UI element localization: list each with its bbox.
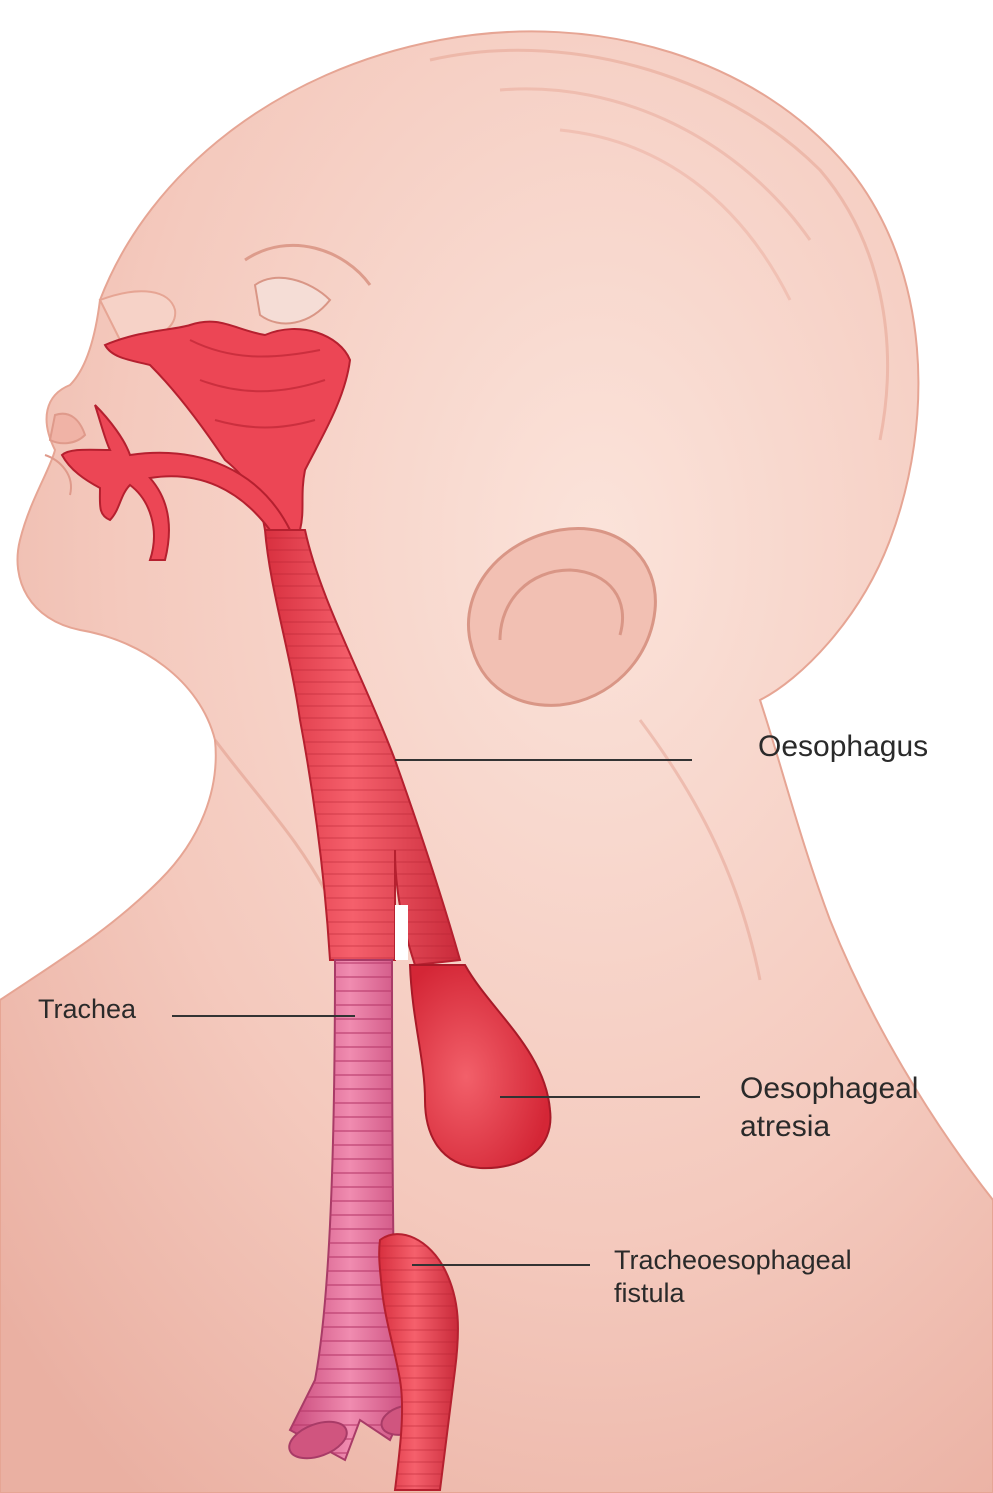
label-fistula-line2: fistula <box>614 1278 685 1308</box>
label-oesophagus: Oesophagus <box>758 730 929 763</box>
oesophagus <box>263 529 462 967</box>
upper-airway <box>60 320 352 561</box>
oesophageal-atresia-pouch <box>408 964 552 1170</box>
label-tracheoesophageal-fistula: Tracheoesophageal fistula <box>614 1244 852 1310</box>
label-trachea: Trachea <box>38 994 137 1024</box>
label-atresia-line2: atresia <box>740 1110 831 1143</box>
label-atresia-line1: Oesophageal <box>740 1072 919 1105</box>
label-oesophageal-atresia: Oesophageal atresia <box>740 1070 918 1146</box>
tracheoesophageal-fistula <box>378 1233 459 1491</box>
leader-lines <box>172 759 700 1266</box>
label-fistula-line1: Tracheoesophageal <box>614 1245 852 1275</box>
